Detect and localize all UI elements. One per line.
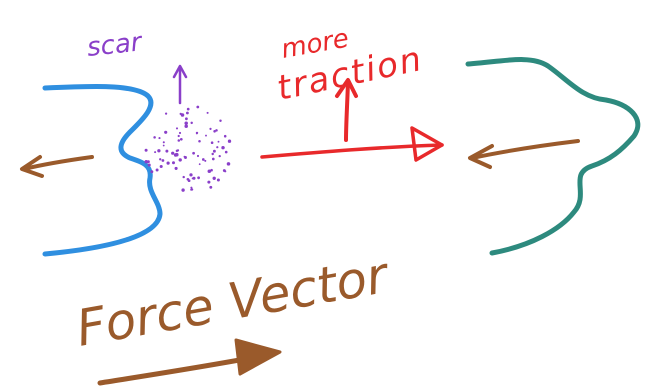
right-wound-edge bbox=[465, 57, 641, 256]
scar-dot bbox=[184, 121, 188, 125]
scar-dot bbox=[172, 161, 175, 165]
scar-dot bbox=[190, 188, 194, 191]
scar-dot bbox=[227, 139, 232, 143]
scar-dot bbox=[155, 168, 159, 172]
traction-arrow bbox=[260, 126, 444, 162]
scar-dot bbox=[183, 155, 186, 158]
force-vector-arrow bbox=[97, 338, 282, 386]
scar-dot bbox=[196, 105, 200, 109]
scar-dot bbox=[201, 158, 205, 161]
scar-dot bbox=[162, 141, 165, 144]
scar-dot bbox=[197, 176, 201, 180]
scar-dot bbox=[165, 149, 169, 153]
scar-dot bbox=[222, 146, 225, 149]
scar-dot bbox=[157, 149, 161, 153]
left-outward-arrow bbox=[20, 155, 94, 178]
scar-dot bbox=[224, 170, 227, 173]
scar-dot bbox=[180, 113, 185, 117]
scar-dot bbox=[204, 159, 207, 162]
scar-dot bbox=[218, 154, 221, 158]
scar-dot bbox=[211, 152, 214, 156]
scar-dot bbox=[177, 139, 181, 142]
scar-dot bbox=[144, 160, 148, 164]
force-vector-label: Force Vector bbox=[72, 246, 395, 358]
scar-dot bbox=[206, 111, 209, 114]
scar-dot bbox=[184, 124, 188, 128]
scar-dot bbox=[179, 137, 183, 141]
scar-dot bbox=[196, 154, 200, 158]
scar-dot bbox=[209, 127, 212, 131]
scar-dot bbox=[198, 139, 201, 143]
scar-dot bbox=[190, 121, 193, 125]
scar-dot bbox=[223, 134, 227, 138]
scar-dot bbox=[213, 130, 216, 133]
scar-dot bbox=[161, 159, 165, 162]
scar-dot bbox=[147, 163, 151, 167]
scar-dot bbox=[216, 146, 219, 149]
scar-dot bbox=[192, 151, 195, 155]
scar-dot bbox=[174, 166, 178, 170]
scar-dot bbox=[181, 188, 185, 192]
scar-dot bbox=[209, 185, 213, 189]
scar-dot bbox=[217, 140, 220, 143]
scar-dots bbox=[144, 105, 232, 192]
scar-dot bbox=[186, 177, 190, 181]
scar-dot bbox=[212, 149, 216, 153]
right-inward-arrow bbox=[468, 139, 580, 169]
scar-dot bbox=[166, 161, 170, 165]
scar-dot bbox=[215, 129, 218, 132]
scar-dot bbox=[175, 127, 179, 130]
scar-dot bbox=[154, 151, 157, 154]
scar-dot bbox=[212, 176, 216, 180]
scar-dot bbox=[158, 137, 161, 140]
scar-dot bbox=[175, 152, 179, 157]
more-traction-arrow bbox=[335, 78, 358, 142]
scar-dot bbox=[207, 180, 211, 184]
scar-dot bbox=[159, 164, 163, 169]
scar-dot bbox=[178, 131, 182, 135]
scar-dot bbox=[182, 175, 185, 179]
scar-dot bbox=[210, 141, 214, 144]
scar-dot bbox=[198, 163, 201, 166]
scar-dot bbox=[144, 148, 148, 152]
scar-dot bbox=[219, 119, 222, 122]
scar-dot bbox=[207, 169, 212, 173]
scar-label: scar bbox=[86, 27, 146, 63]
scar-dot bbox=[162, 144, 165, 147]
scar-dot bbox=[224, 150, 228, 154]
scar-dot bbox=[164, 112, 168, 115]
scar-dot bbox=[150, 170, 154, 174]
scar-dot bbox=[226, 162, 231, 166]
scar-dot bbox=[153, 136, 156, 139]
scar-dot bbox=[205, 134, 207, 137]
scar-dot bbox=[190, 186, 193, 189]
scar-dot bbox=[186, 107, 190, 111]
scar-dot bbox=[191, 177, 194, 180]
scar-dot bbox=[186, 111, 189, 115]
scar-dot bbox=[210, 168, 213, 172]
scar-dot bbox=[189, 173, 193, 177]
scar-dot bbox=[185, 117, 188, 121]
scar-dot bbox=[164, 130, 168, 134]
left-wound-edge bbox=[42, 83, 163, 257]
scar-dot bbox=[177, 134, 180, 138]
scar-dot bbox=[178, 158, 182, 162]
scar-dot bbox=[195, 131, 199, 135]
scar-dot bbox=[216, 178, 220, 182]
scar-dot bbox=[171, 151, 175, 155]
scar-dot bbox=[175, 149, 179, 153]
scar-dot bbox=[211, 157, 215, 161]
scar-pointer-arrow bbox=[172, 64, 188, 105]
scar-dot bbox=[159, 158, 162, 161]
